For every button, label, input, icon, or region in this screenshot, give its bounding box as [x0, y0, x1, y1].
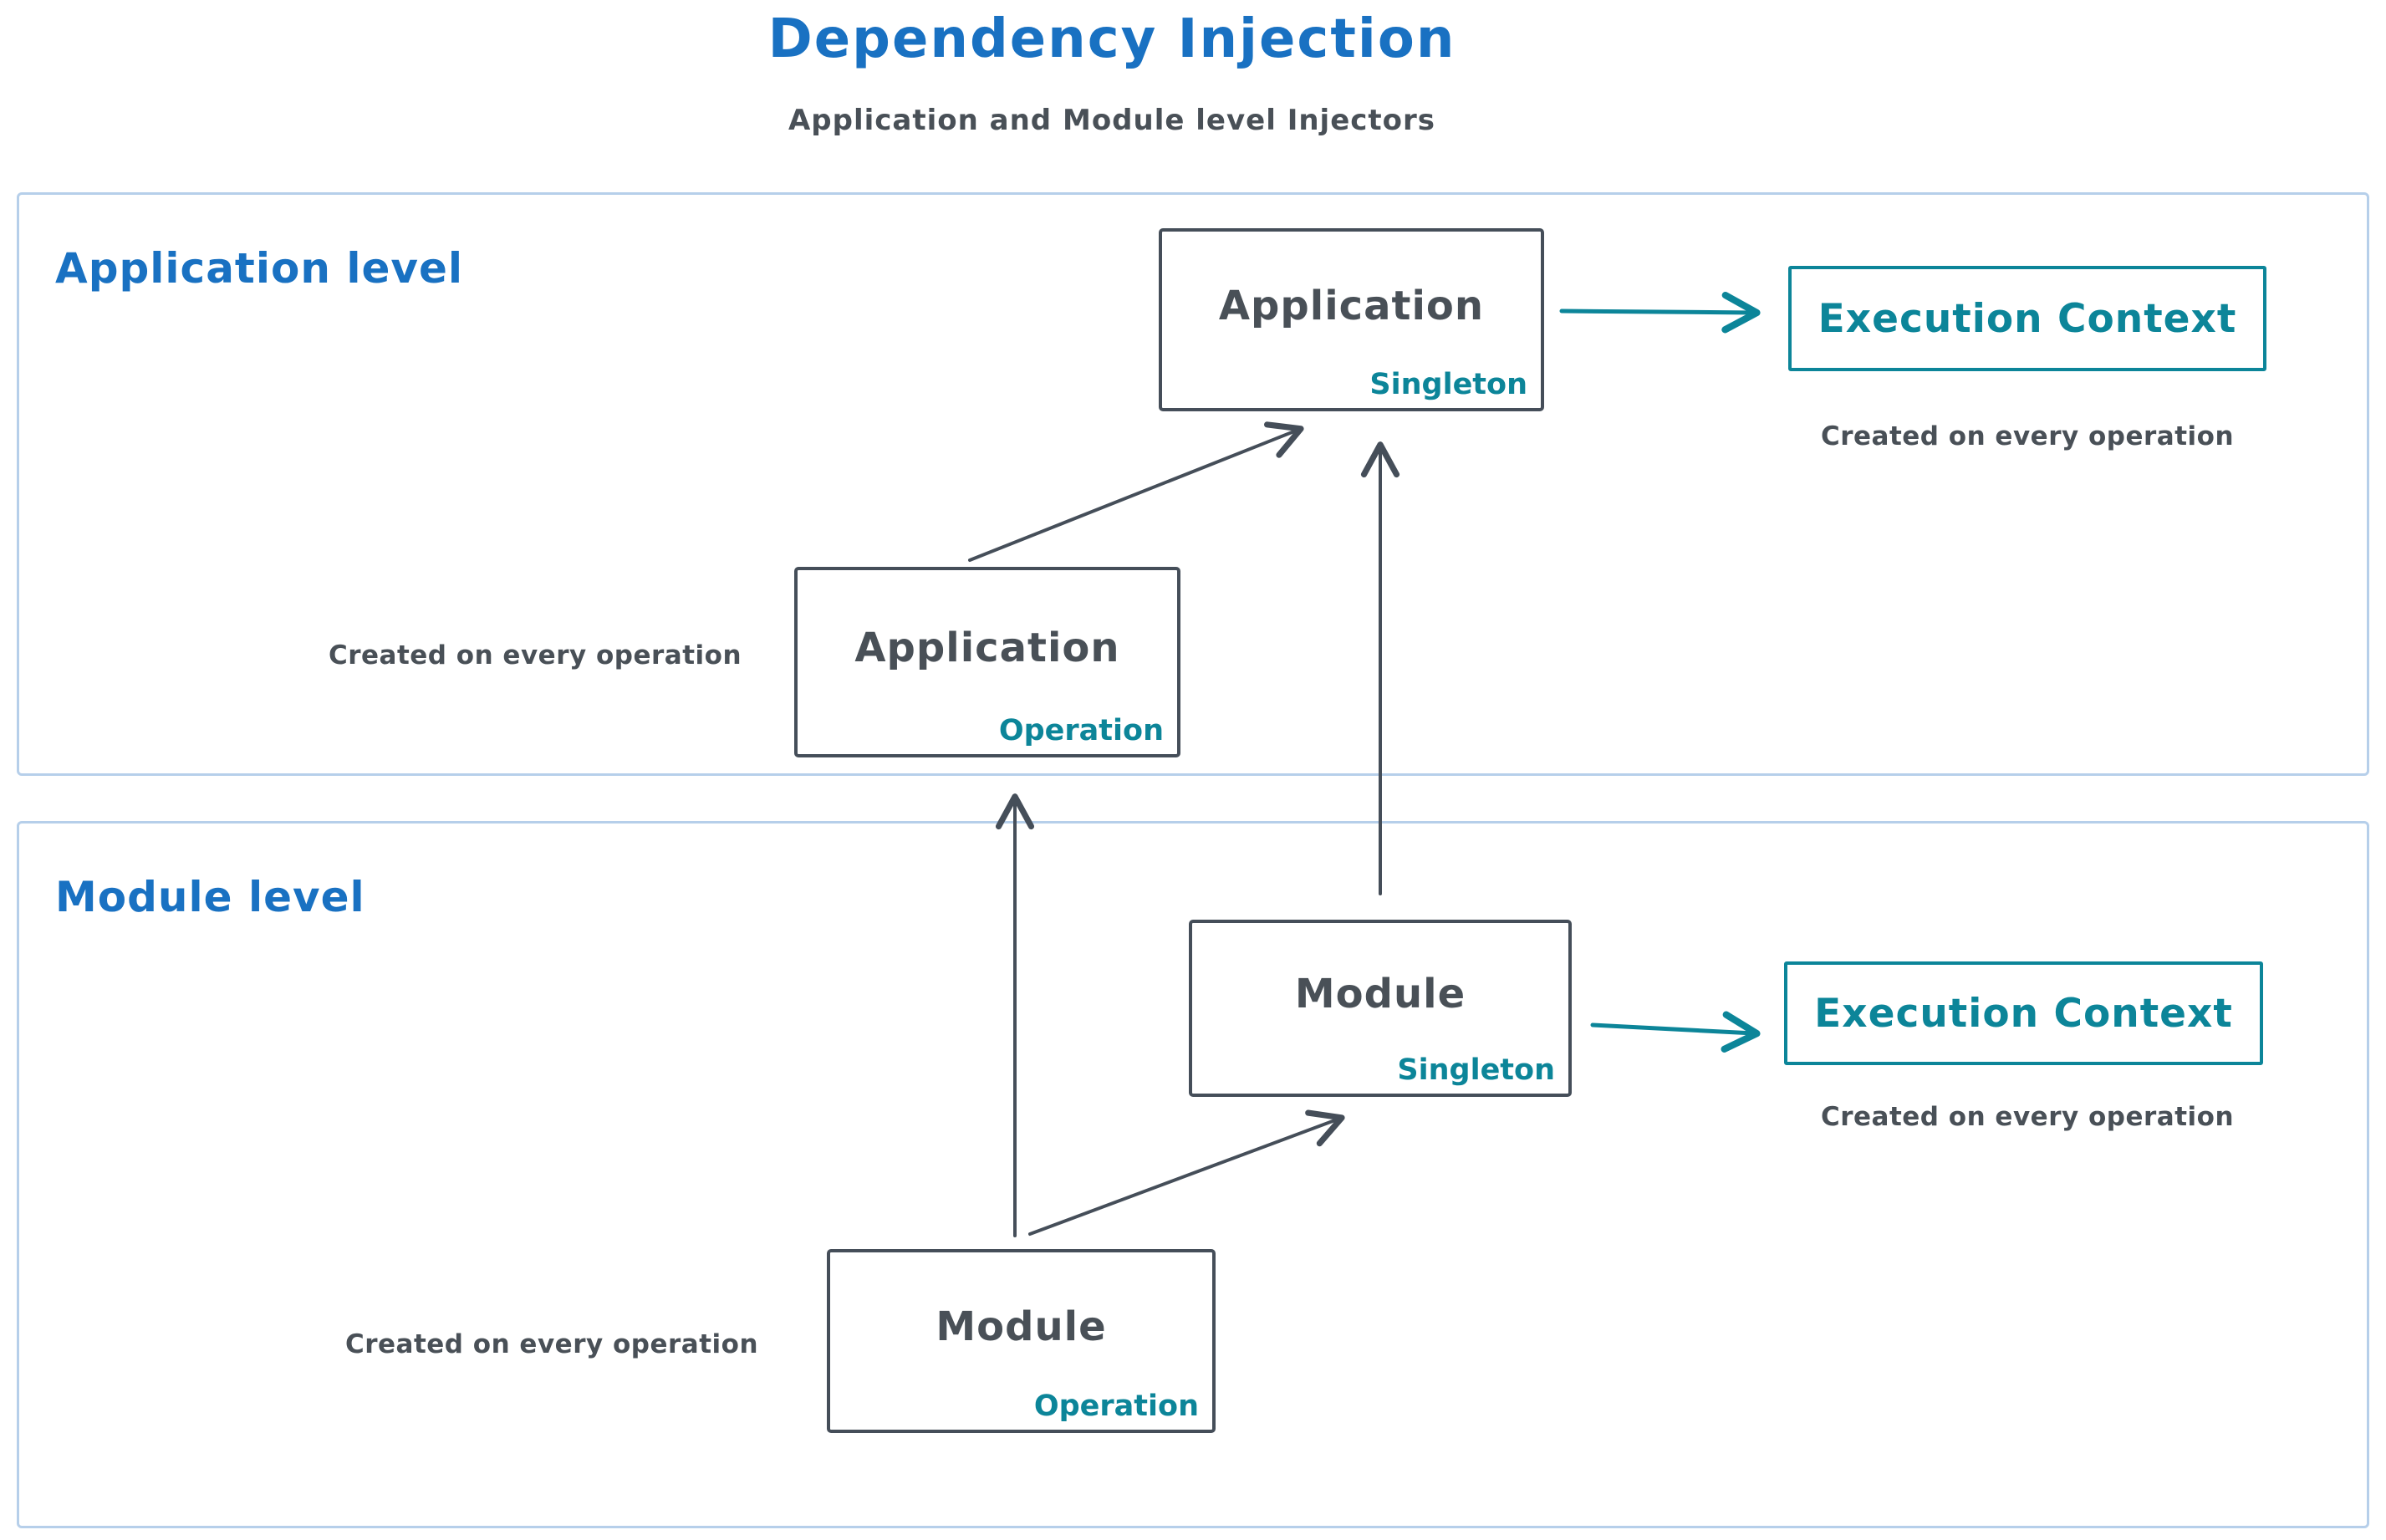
node-label: Application: [1218, 282, 1485, 329]
diagram-title: Dependency Injection: [767, 8, 1456, 70]
module-singleton-node: Module Singleton: [1189, 920, 1572, 1097]
module-level-container: [17, 821, 2369, 1528]
module-execution-context-caption: Created on every operation: [1820, 1102, 2235, 1132]
node-label: Application: [854, 625, 1120, 671]
application-level-container: [17, 192, 2369, 776]
application-operation-node: Application Operation: [794, 567, 1180, 757]
node-scope-label: Operation: [1033, 1390, 1199, 1423]
application-execution-context-box: Execution Context: [1788, 266, 2266, 371]
module-operation-node: Module Operation: [827, 1249, 1216, 1433]
node-scope-label: Operation: [998, 714, 1164, 747]
node-scope-label: Singleton: [1369, 368, 1527, 401]
diagram-subtitle: Application and Module level Injectors: [788, 104, 1436, 137]
application-singleton-node: Application Singleton: [1159, 228, 1544, 411]
application-operation-caption: Created on every operation: [328, 640, 742, 671]
module-operation-caption: Created on every operation: [344, 1329, 759, 1359]
node-scope-label: Singleton: [1397, 1053, 1555, 1087]
application-level-label: Application level: [55, 244, 464, 293]
execution-context-label: Execution Context: [1814, 990, 2233, 1037]
module-level-label: Module level: [55, 873, 365, 921]
module-execution-context-box: Execution Context: [1784, 961, 2263, 1065]
application-execution-context-caption: Created on every operation: [1820, 421, 2235, 451]
node-label: Module: [1294, 971, 1466, 1017]
execution-context-label: Execution Context: [1818, 295, 2237, 342]
node-label: Module: [936, 1303, 1107, 1350]
